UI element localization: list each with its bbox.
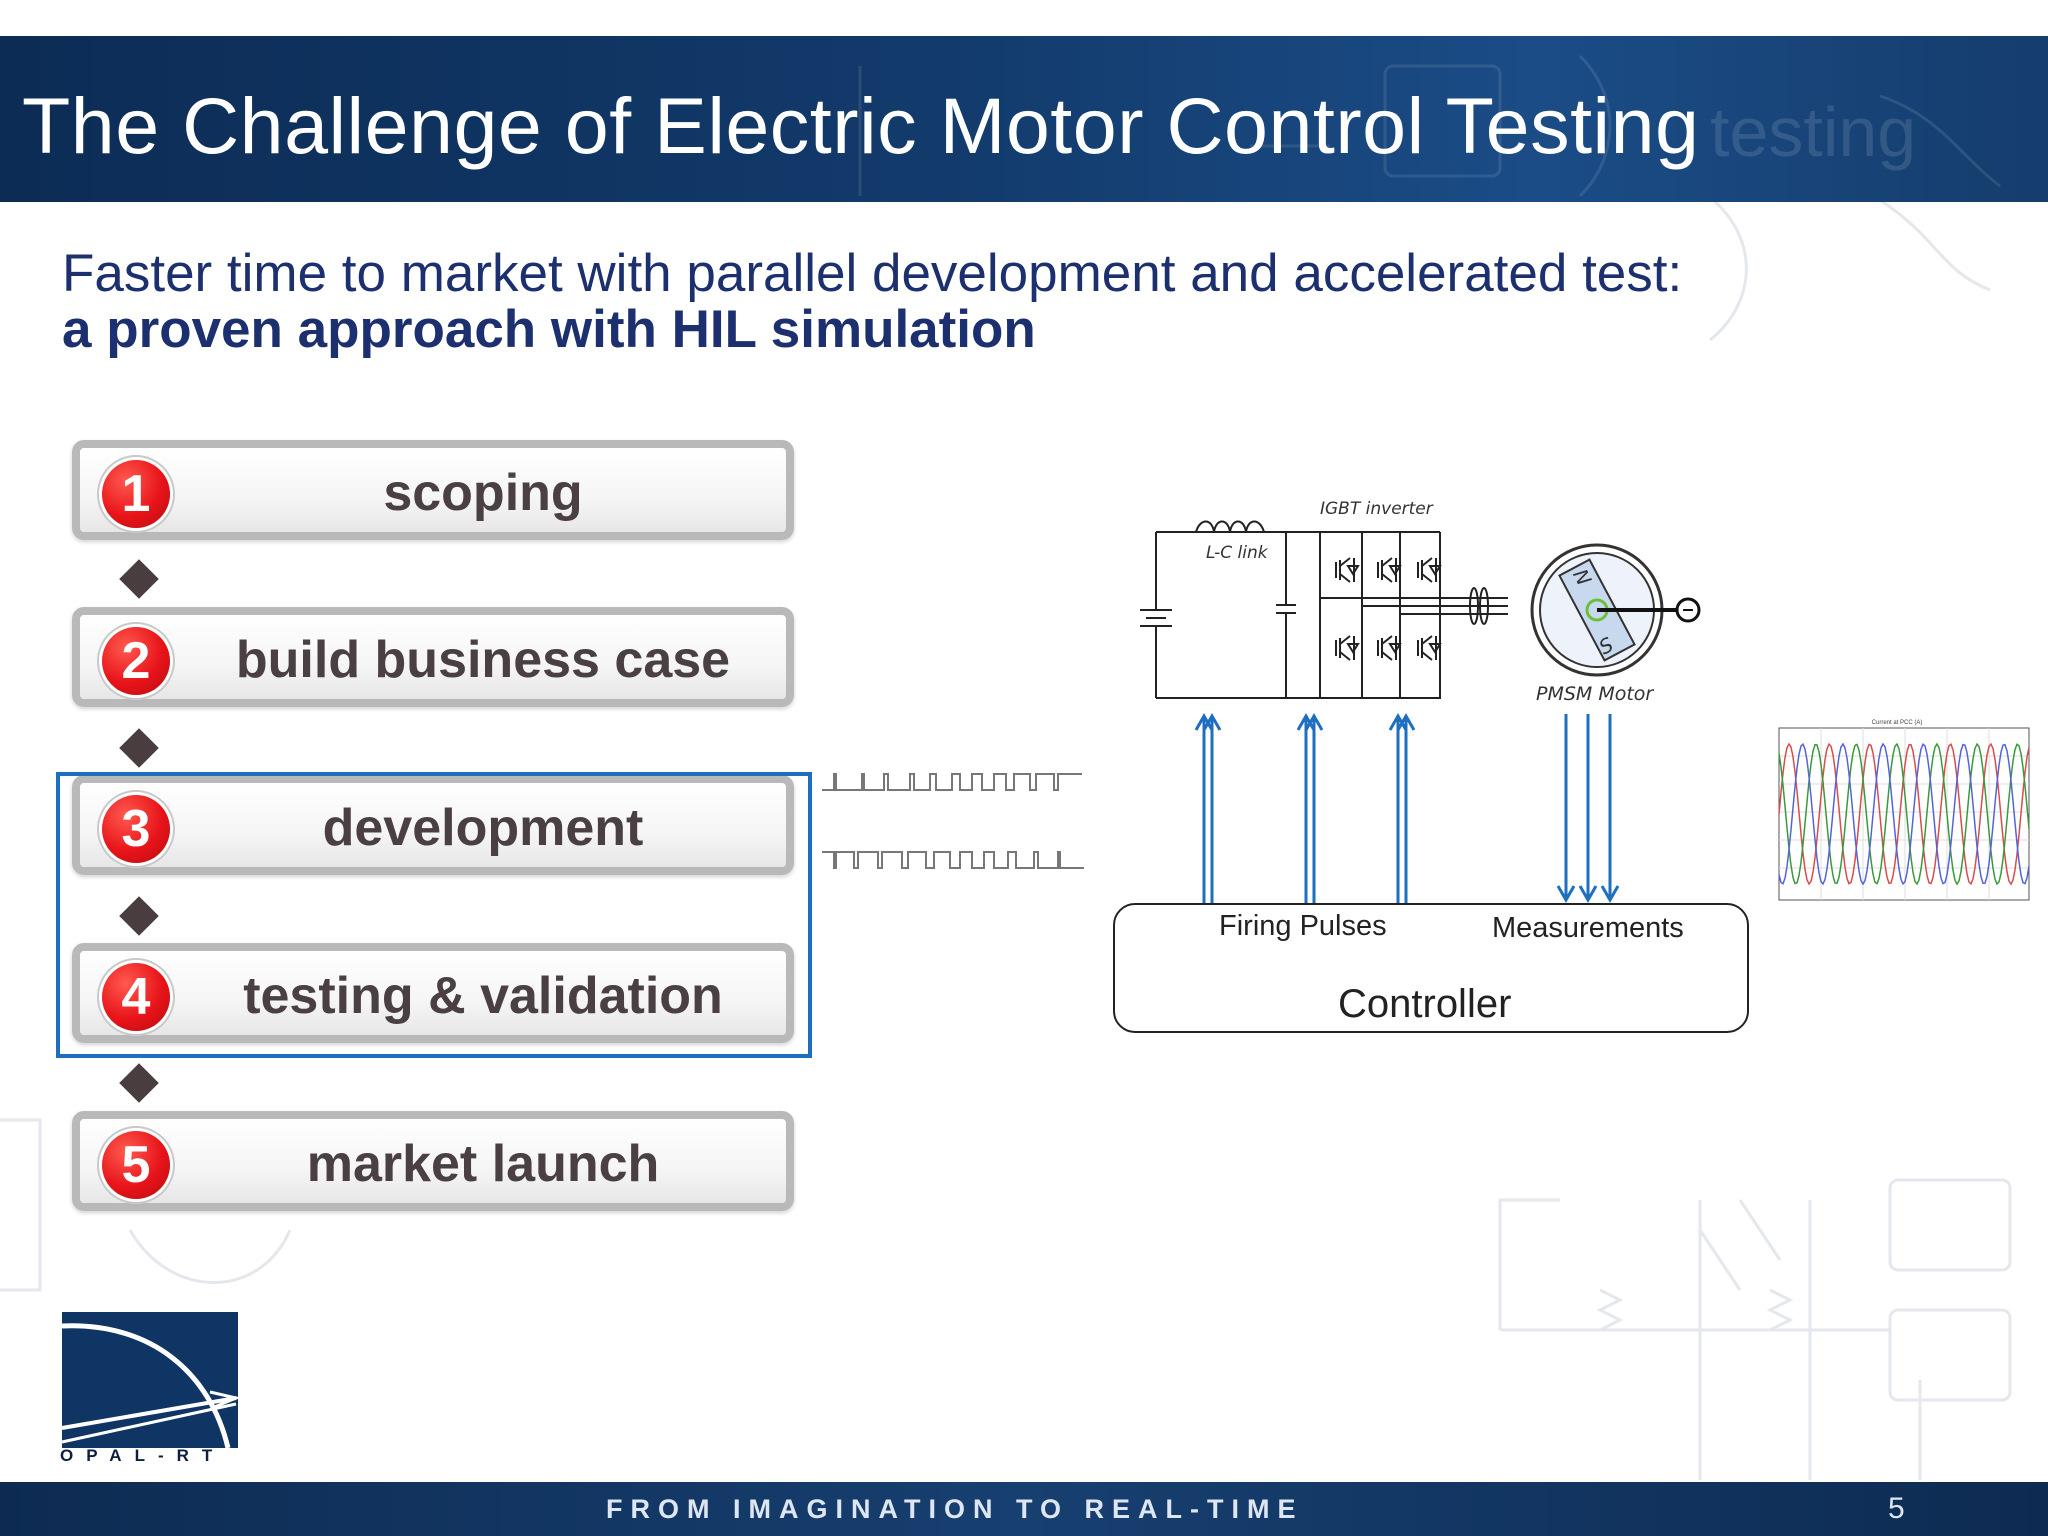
- step-label: scoping: [383, 464, 583, 522]
- controller-label: Controller: [1338, 982, 1512, 1026]
- pmsm-motor-label: PMSM Motor: [1536, 683, 1654, 705]
- title-band: testing The Challenge of Electric Motor …: [0, 36, 2048, 202]
- step-label: testing & validation: [243, 967, 723, 1025]
- step-label: development: [322, 799, 644, 857]
- step-number-badge: 2: [102, 627, 170, 695]
- slide-title: The Challenge of Electric Motor Control …: [22, 81, 1700, 170]
- subtitle-line-1: Faster time to market with parallel deve…: [62, 244, 1683, 303]
- logo-text: OPAL-RT: [60, 1446, 226, 1465]
- step-testing-validation: 4 testing & validation: [72, 943, 794, 1043]
- step-label: market launch: [306, 1135, 660, 1193]
- step-number-badge: 1: [102, 460, 170, 528]
- title-band-decoration: [858, 54, 2001, 198]
- diamond-connector: [119, 728, 159, 768]
- controller-box: [1113, 903, 1749, 1033]
- subtitle-line-2: a proven approach with HIL simulation: [62, 300, 1036, 359]
- step-number-badge: 5: [102, 1131, 170, 1199]
- step-number-badge: 3: [102, 795, 170, 863]
- footer-tagline: FROM IMAGINATION TO REAL-TIME: [606, 1494, 1304, 1524]
- highlight-box-development-testing: [56, 772, 812, 1058]
- igbt-inverter-label: IGBT inverter: [1320, 499, 1434, 519]
- title-ghost-text: testing: [1710, 93, 1917, 171]
- firing-pulses-label: Firing Pulses: [1219, 910, 1387, 942]
- step-label: build business case: [235, 631, 731, 689]
- page-number: 5: [1888, 1492, 1905, 1525]
- subtitle: Faster time to market with parallel deve…: [62, 246, 1682, 358]
- diamond-connector: [119, 559, 159, 599]
- current-waveform-plot: Current at PCC (A): [1778, 720, 2030, 901]
- step-scoping: 1 scoping: [72, 440, 794, 540]
- inverter-circuit-diagram: IGBT inverter L-C link PMSM Motor N S: [1140, 499, 1701, 905]
- pulse-waveform-icon: [822, 773, 1084, 869]
- footer-band: FROM IMAGINATION TO REAL-TIME 5: [0, 1482, 2048, 1536]
- measurements-label: Measurements: [1492, 912, 1684, 944]
- pmsm-motor-icon: [1530, 543, 1701, 677]
- step-build-business-case: 2 build business case: [72, 607, 794, 707]
- waveform-title: Current at PCC (A): [1872, 720, 1923, 726]
- step-number-badge: 4: [102, 963, 170, 1031]
- step-market-launch: 5 market launch: [72, 1111, 794, 1211]
- step-development: 3 development: [72, 775, 794, 875]
- opal-rt-logo: [61, 1312, 240, 1449]
- lc-link-label: L-C link: [1206, 543, 1269, 563]
- diamond-connector: [119, 1063, 159, 1103]
